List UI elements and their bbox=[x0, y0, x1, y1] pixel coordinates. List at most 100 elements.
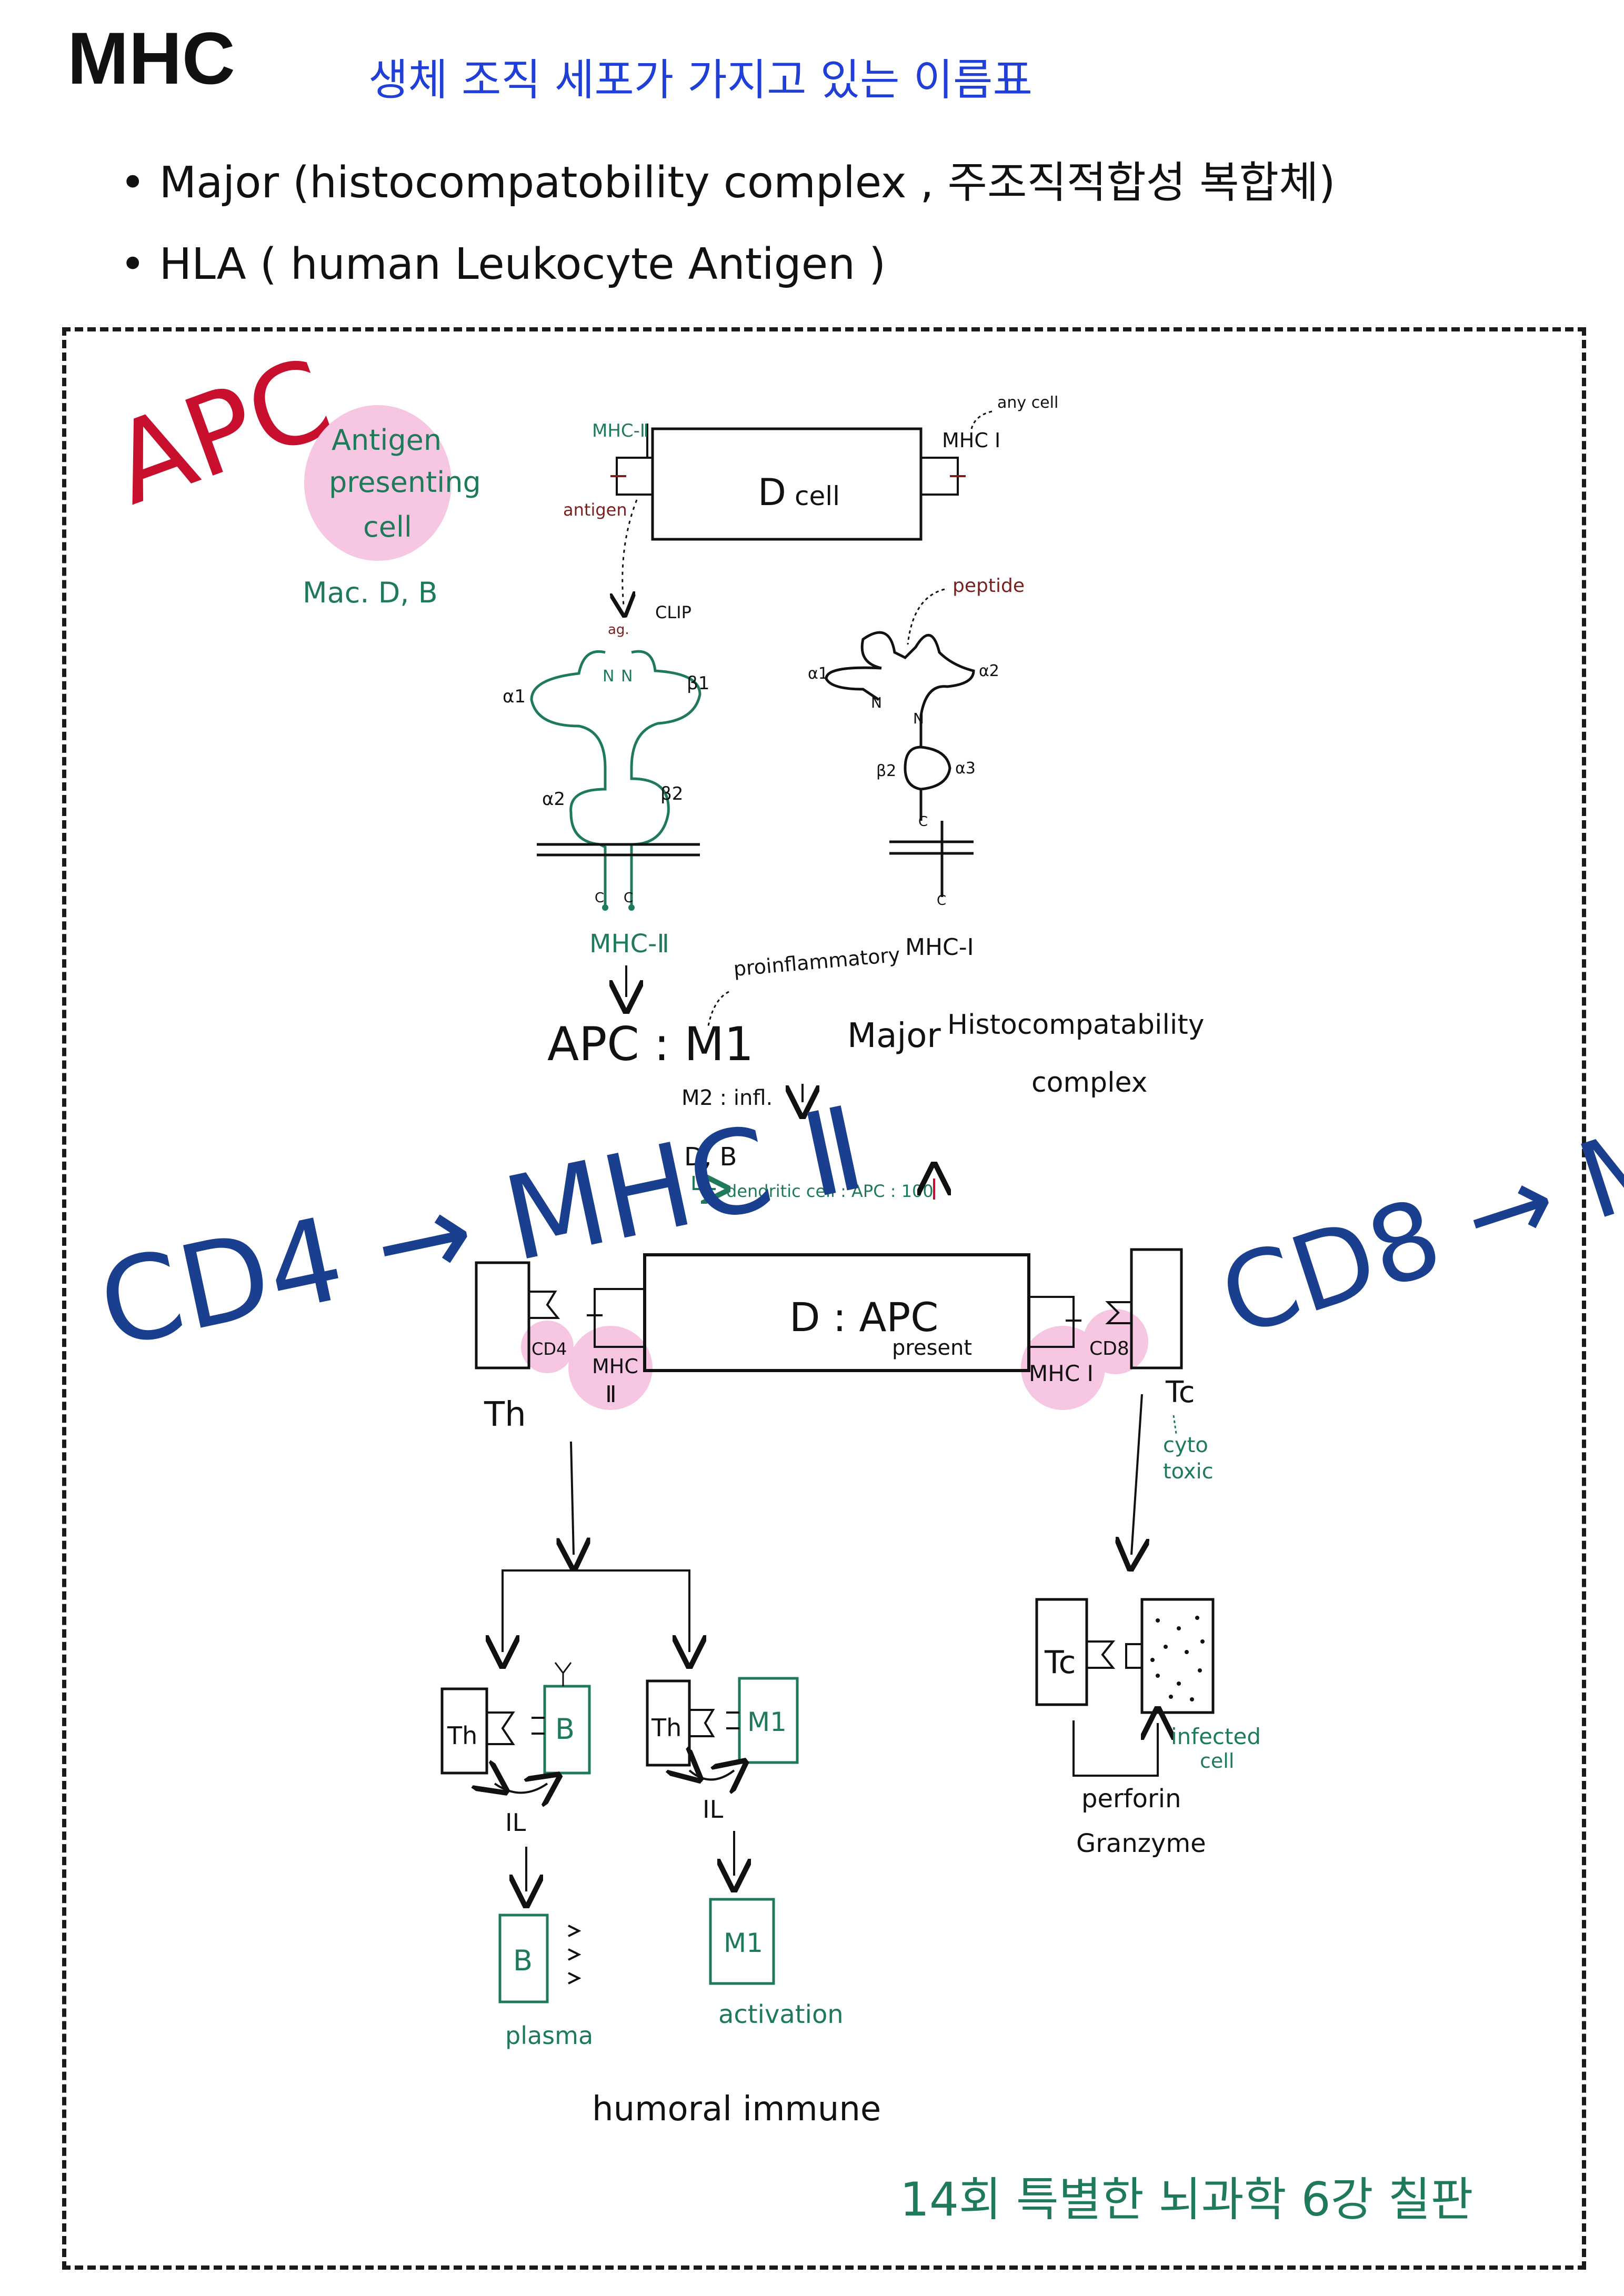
top-antigen-label: antigen bbox=[563, 500, 627, 520]
lower-m1-cell bbox=[738, 1677, 799, 1764]
mhc1-c-label: C bbox=[918, 814, 928, 830]
top-d-cell-sublabel: cell bbox=[795, 481, 840, 511]
m2-label: M2 : infl. bbox=[681, 1086, 773, 1110]
mhc2-a2-label: α2 bbox=[542, 789, 565, 810]
cyto-pointer bbox=[1172, 1415, 1177, 1434]
lower-th-b-cell bbox=[440, 1687, 488, 1775]
mhc1-c2-label: C bbox=[937, 893, 946, 909]
lower-il-right: IL bbox=[703, 1795, 724, 1824]
mhc2-down-pointer bbox=[623, 499, 638, 605]
top-mhc1-label: MHC Ⅰ bbox=[942, 429, 1000, 452]
tc-down-arrow bbox=[1131, 1394, 1142, 1555]
proinflammatory-pointer bbox=[707, 991, 729, 1029]
page-subtitle: 생체 조직 세포가 가지고 있는 이름표 bbox=[368, 55, 1032, 105]
mhc1-a3-label: α3 bbox=[955, 759, 976, 778]
mhc2-ag-label: ag. bbox=[608, 622, 629, 638]
mhc2-clip-label: CLIP bbox=[655, 602, 691, 622]
center-tc-cell bbox=[1130, 1248, 1183, 1369]
cd8-mhc1-big-label: CD8 → MHC Ⅰ bbox=[1207, 1032, 1624, 1361]
center-cd4-label: CD4 bbox=[532, 1339, 567, 1359]
mhc1-a1-label: α1 bbox=[808, 664, 828, 683]
th-m1-il-arc bbox=[689, 1770, 734, 1780]
diagram-frame bbox=[62, 327, 1586, 2270]
lower-m1-label: M1 bbox=[747, 1707, 787, 1737]
center-apc-cell bbox=[643, 1253, 1030, 1372]
dendritic-hook bbox=[693, 1176, 716, 1189]
center-th-cell bbox=[475, 1261, 530, 1369]
th-down-arrow bbox=[571, 1441, 574, 1555]
mhc2-n-right: N bbox=[621, 667, 633, 686]
granzyme-label: Granzyme bbox=[1076, 1829, 1206, 1858]
apc-bubble-line2: presenting bbox=[329, 466, 481, 499]
perforin-label: perforin bbox=[1081, 1784, 1181, 1814]
humoral-immune-label: humoral immune bbox=[592, 2090, 881, 2129]
center-cd8-label: CD8 bbox=[1089, 1338, 1129, 1360]
top-d-cell-label: D bbox=[758, 471, 786, 514]
lower-th-m1-label: Th bbox=[651, 1714, 681, 1742]
mhc2-center-receptor bbox=[594, 1288, 645, 1348]
infected-cell bbox=[1140, 1598, 1215, 1714]
mhc2-c-left-label: C bbox=[595, 890, 604, 906]
activated-m1-label: M1 bbox=[724, 1928, 763, 1958]
center-mhc2-label: MHC bbox=[592, 1355, 638, 1378]
lower-b-label: B bbox=[555, 1713, 575, 1746]
histo-label: Histocompatability bbox=[947, 1009, 1205, 1041]
lower-il-left: IL bbox=[505, 1808, 526, 1837]
cd4-highlight bbox=[521, 1321, 574, 1373]
apc-bubble-line3: cell bbox=[363, 510, 412, 543]
top-any-cell-label: any cell bbox=[997, 394, 1058, 412]
infected-dots bbox=[1150, 1616, 1205, 1701]
center-tc-label: Tc bbox=[1165, 1375, 1195, 1409]
antibodies bbox=[568, 1925, 582, 1985]
center-toxic-label: toxic bbox=[1163, 1459, 1214, 1484]
th-b-receptor bbox=[487, 1711, 515, 1745]
mhc2-b1-label: β1 bbox=[687, 673, 709, 694]
proinflammatory-label: proinflammatory bbox=[733, 943, 901, 981]
center-mhc2-num: Ⅱ bbox=[605, 1381, 617, 1408]
mhc2-c-right-label: C bbox=[624, 890, 633, 906]
infected-receptor bbox=[1125, 1643, 1142, 1669]
lower-b-cell bbox=[543, 1685, 591, 1775]
bullet-hla-text: HLA ( human Leukocyte Antigen ) bbox=[159, 239, 886, 289]
center-mhc1-label: MHC Ⅰ bbox=[1029, 1361, 1094, 1386]
apc-bubble bbox=[304, 405, 452, 561]
mhc2-structure-outline bbox=[530, 650, 701, 905]
infected-cell-label: cell bbox=[1200, 1749, 1234, 1773]
tc-receptor bbox=[1087, 1640, 1116, 1669]
top-mhc2-label: MHC-Ⅱ bbox=[592, 420, 649, 441]
m1-receptor bbox=[726, 1711, 739, 1729]
apc-m1-label: APC : M1 bbox=[547, 1017, 754, 1071]
complex-label: complex bbox=[1031, 1067, 1147, 1099]
mhc1-a2-label: α2 bbox=[979, 662, 999, 680]
apc-bubble-line1: Antigen bbox=[332, 424, 442, 457]
center-present-label: present bbox=[892, 1336, 972, 1360]
plasma-b-cell bbox=[498, 1914, 549, 2003]
th-b-il-arc bbox=[495, 1784, 547, 1793]
plasma-b-label: B bbox=[513, 1944, 533, 1977]
bullet-major-text: Major (histocompatobility complex , 주조직적… bbox=[159, 158, 1336, 208]
major-label: Major bbox=[847, 1016, 941, 1055]
dendritic-label: dendritic cell : APC : 100 bbox=[726, 1181, 934, 1201]
lower-tc-label: Tc bbox=[1044, 1644, 1076, 1681]
b-receptor bbox=[532, 1717, 545, 1735]
mhc1-center-receptor bbox=[1029, 1296, 1075, 1348]
b-antibody-mark bbox=[554, 1662, 572, 1686]
mhc2-c-right bbox=[628, 904, 635, 911]
bullet-hla: • HLA ( human Leukocyte Antigen ) bbox=[120, 239, 886, 289]
mhc1-n-label: N bbox=[871, 694, 882, 711]
plasma-label: plasma bbox=[505, 2021, 593, 2050]
center-th-label: Th bbox=[484, 1395, 526, 1434]
mhc2-b2-label: β2 bbox=[660, 783, 683, 804]
any-cell-pointer bbox=[970, 410, 993, 432]
th-m1-receptor bbox=[689, 1709, 715, 1737]
cd4-receptor bbox=[529, 1291, 560, 1319]
mhc2-a1-label: α1 bbox=[503, 686, 526, 707]
mhc1-n2-label: N bbox=[913, 710, 924, 727]
top-d-cell bbox=[651, 427, 923, 541]
mhc2-c-left bbox=[602, 904, 608, 911]
mhc1-structure-outline bbox=[825, 631, 975, 821]
cd8-receptor bbox=[1105, 1301, 1131, 1324]
mhc1-peptide-label: peptide bbox=[953, 575, 1025, 597]
perforin-arrow bbox=[1072, 1720, 1158, 1777]
activation-label: activation bbox=[718, 2000, 844, 2029]
